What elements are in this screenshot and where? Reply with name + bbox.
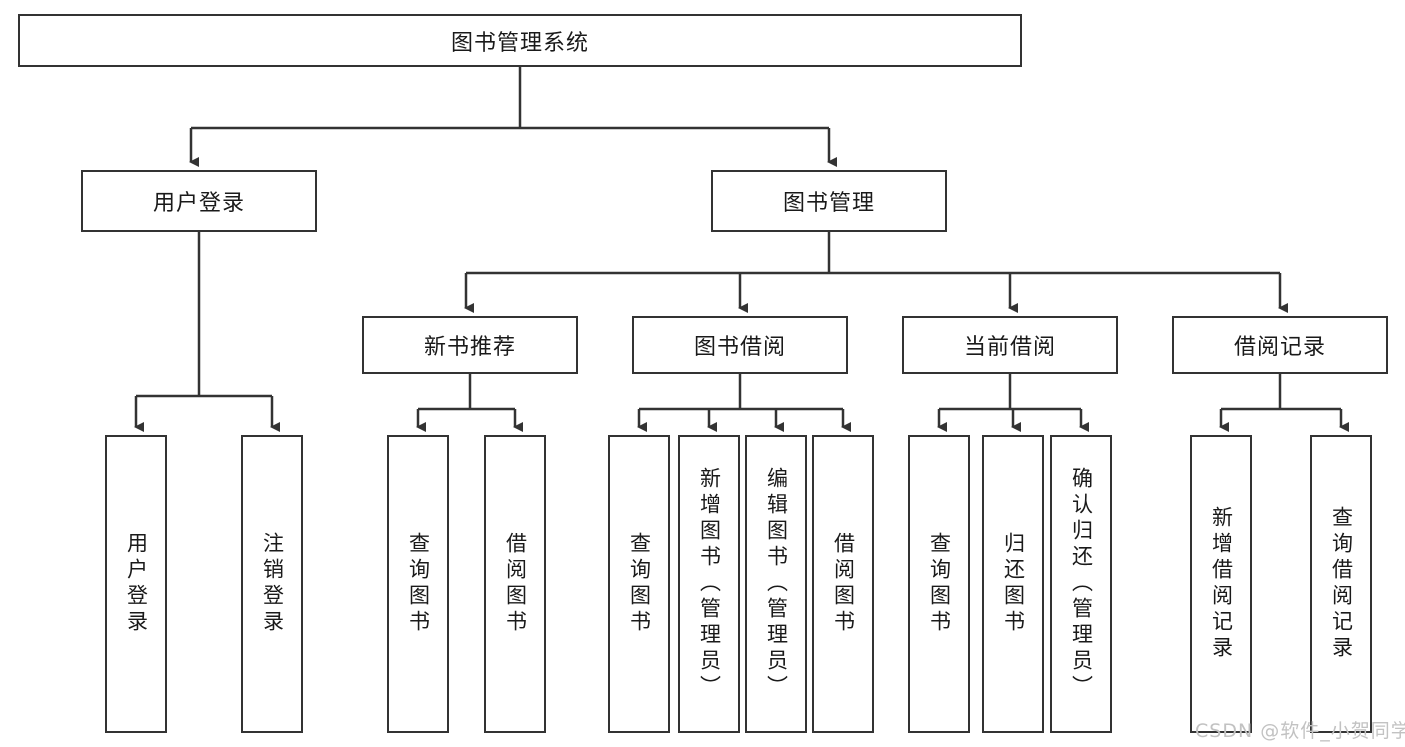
leaf-node-label: 注销登录 [260, 532, 285, 636]
leaf-node-label: 借阅图书 [503, 532, 528, 636]
leaf-node[interactable]: 查询图书 [908, 435, 970, 733]
node-book-borrow[interactable]: 图书借阅 [632, 316, 848, 374]
leaf-node-label: 确认归还（管理员） [1069, 467, 1094, 701]
leaf-node-label: 查询图书 [406, 532, 431, 636]
node-user-login-label: 用户登录 [152, 191, 245, 216]
node-book-management-label: 图书管理 [782, 191, 875, 216]
node-new-book-recommend-label: 新书推荐 [423, 335, 516, 360]
watermark: CSDN @软件_小贺同学 [1195, 720, 1405, 742]
leaf-node[interactable]: 用户登录 [105, 435, 167, 733]
node-current-borrow-label: 当前借阅 [963, 335, 1056, 360]
leaf-node[interactable]: 借阅图书 [484, 435, 546, 733]
leaf-node[interactable]: 编辑图书（管理员） [745, 435, 807, 733]
leaf-node-label: 新增图书（管理员） [697, 467, 722, 701]
leaf-node[interactable]: 新增图书（管理员） [678, 435, 740, 733]
leaf-node[interactable]: 查询借阅记录 [1310, 435, 1372, 733]
node-current-borrow[interactable]: 当前借阅 [902, 316, 1118, 374]
leaf-node-label: 编辑图书（管理员） [764, 467, 789, 701]
leaf-node[interactable]: 确认归还（管理员） [1050, 435, 1112, 733]
leaf-node[interactable]: 查询图书 [608, 435, 670, 733]
node-new-book-recommend[interactable]: 新书推荐 [362, 316, 578, 374]
leaf-node-label: 新增借阅记录 [1209, 506, 1234, 662]
leaf-node-label: 用户登录 [124, 532, 149, 636]
leaf-node-label: 查询图书 [927, 532, 952, 636]
leaf-node-label: 归还图书 [1001, 532, 1026, 636]
node-root[interactable]: 图书管理系统 [18, 14, 1022, 67]
node-borrow-record[interactable]: 借阅记录 [1172, 316, 1388, 374]
leaf-node[interactable]: 查询图书 [387, 435, 449, 733]
node-book-management[interactable]: 图书管理 [711, 170, 947, 232]
leaf-node-label: 查询借阅记录 [1329, 506, 1354, 662]
leaf-node-label: 借阅图书 [831, 532, 856, 636]
node-root-label: 图书管理系统 [450, 30, 589, 56]
leaf-node[interactable]: 注销登录 [241, 435, 303, 733]
node-borrow-record-label: 借阅记录 [1233, 335, 1326, 360]
leaf-node-label: 查询图书 [627, 532, 652, 636]
leaf-node[interactable]: 借阅图书 [812, 435, 874, 733]
leaf-node[interactable]: 新增借阅记录 [1190, 435, 1252, 733]
node-user-login[interactable]: 用户登录 [81, 170, 317, 232]
leaf-node[interactable]: 归还图书 [982, 435, 1044, 733]
node-book-borrow-label: 图书借阅 [693, 335, 786, 360]
